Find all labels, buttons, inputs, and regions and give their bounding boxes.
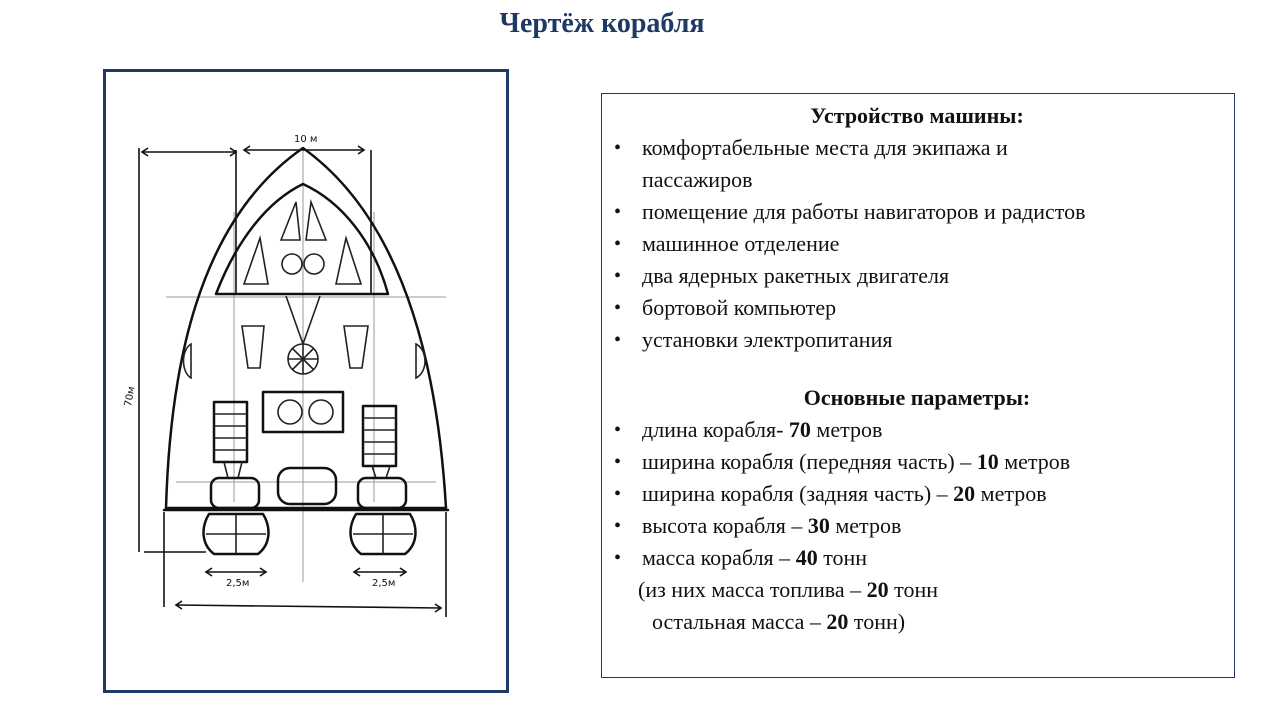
list-item: ширина корабля (передняя часть) – 10 мет… — [610, 446, 1224, 478]
ship-drawing: 10 м 70м 2,5м 2,5м — [123, 134, 450, 617]
fuel-tank-left — [212, 400, 249, 464]
list-item: установки электропитания — [610, 324, 1224, 356]
fuel-mass-note: (из них масса топлива – 20 тонн — [638, 577, 939, 602]
fuel-tank-right — [361, 404, 398, 468]
list-item: высота корабля – 30 метров — [610, 510, 1224, 542]
list-item: помещение для работы навигаторов и радис… — [610, 196, 1224, 228]
device-list-rest: помещение для работы навигаторов и радис… — [610, 196, 1224, 356]
cockpit-outline — [214, 182, 390, 296]
dimension-engine-left: 2,5м — [226, 578, 249, 589]
nozzle-right — [349, 512, 417, 556]
device-heading: Устройство машины: — [810, 103, 1024, 128]
list-item: два ядерных ракетных двигателя — [610, 260, 1224, 292]
porthole-left — [281, 253, 303, 275]
control-panel — [261, 390, 345, 434]
porthole-right — [303, 253, 325, 275]
dimension-engine-right: 2,5м — [372, 578, 395, 589]
other-mass-note: остальная масса – 20 тонн) — [652, 609, 906, 634]
nozzle-left — [202, 512, 270, 556]
list-item-continuation: пассажиров — [642, 167, 753, 192]
page-title: Чертёж корабля — [499, 8, 705, 39]
list-item: комфортабельные места для экипажа и — [610, 132, 1224, 164]
list-item: бортовой компьютер — [610, 292, 1224, 324]
params-list: длина корабля- 70 метров ширина корабля … — [610, 414, 1224, 574]
hull-outline — [164, 146, 448, 510]
params-heading: Основные параметры: — [803, 385, 1031, 410]
list-item: ширина корабля (задняя часть) – 20 метро… — [610, 478, 1224, 510]
dimension-length: 70м — [123, 386, 137, 408]
engine-block-left — [209, 476, 261, 510]
device-list: комфортабельные места для экипажа и — [610, 132, 1224, 164]
specifications-box: Устройство машины: комфортабельные места… — [601, 93, 1235, 678]
list-item: масса корабля – 40 тонн — [610, 542, 1224, 574]
engine-block-right — [356, 476, 408, 510]
ship-drawing-frame: 10 м 70м 2,5м 2,5м — [103, 69, 509, 693]
list-item: длина корабля- 70 метров — [610, 414, 1224, 446]
list-item: машинное отделение — [610, 228, 1224, 260]
dimension-width-front: 10 м — [294, 134, 317, 145]
engine-block-center — [276, 466, 338, 506]
